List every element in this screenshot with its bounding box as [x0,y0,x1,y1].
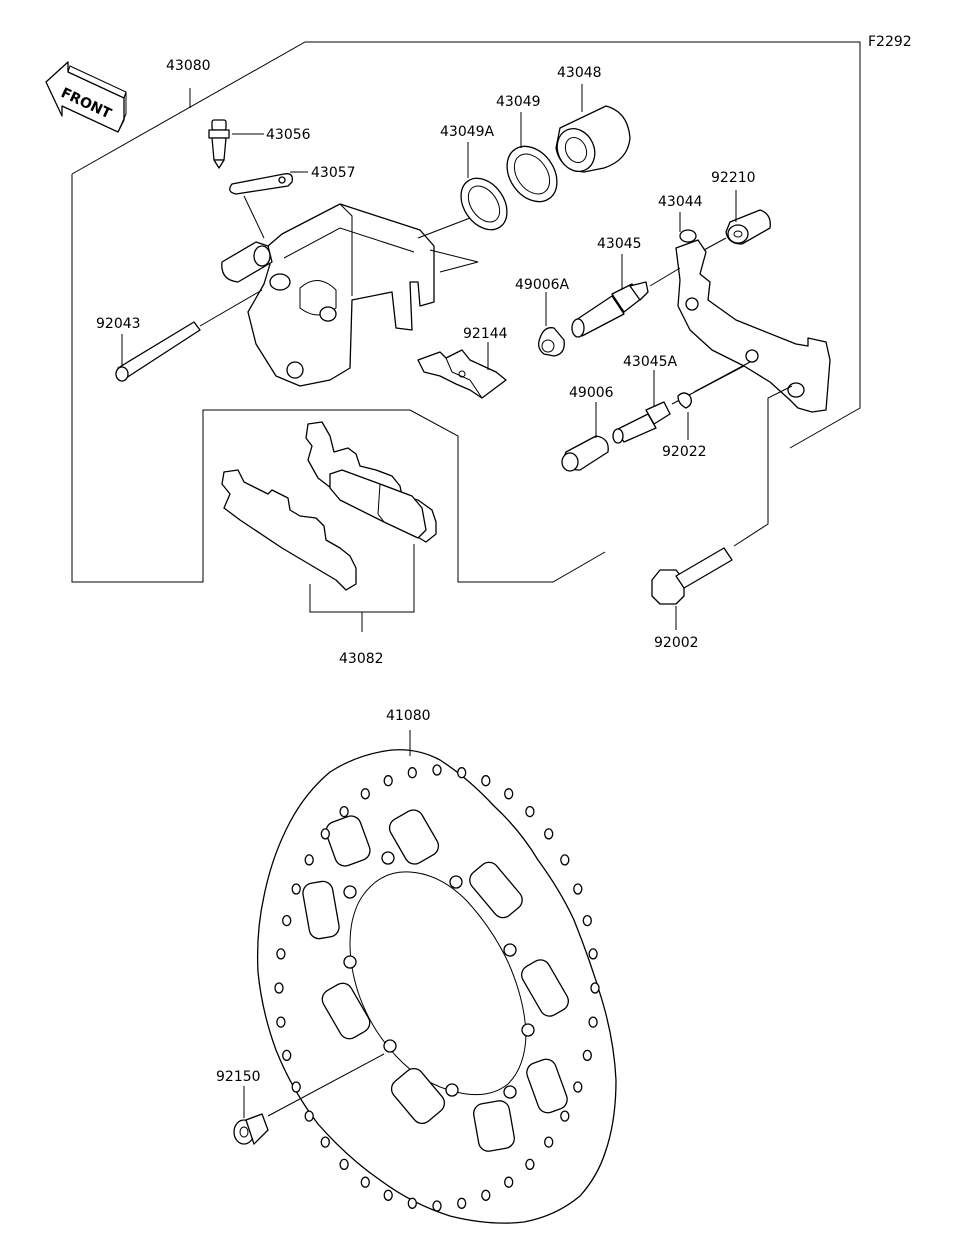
part-label-43045[interactable]: 43045 [597,236,642,252]
dust-seal [460,142,508,231]
disc-drill-hole [544,1136,554,1148]
disc-drill-hole [504,1176,514,1188]
disc-drill-hole [383,775,393,787]
disc-drill-hole [432,764,442,776]
disc-drill-hole [407,767,417,779]
piston-seal [506,112,558,203]
part-label-92210[interactable]: 92210 [711,170,756,186]
disc-drill-hole [457,1197,467,1209]
disc-drill-hole [504,788,514,800]
disc-drill-hole [274,982,284,994]
brake-piston [555,84,631,173]
bracket-pin [571,254,681,338]
part-label-43080[interactable]: 43080 [166,58,211,74]
part-label-43044[interactable]: 43044 [658,194,703,210]
disc-drill-holes [274,764,600,1212]
part-number-labels: 43080 43056 43057 92043 43049A 43049 430… [96,58,756,1085]
disc-drill-hole [360,1176,370,1188]
disc-drill-hole [457,767,467,779]
disc-drill-hole [582,914,592,927]
part-label-41080[interactable]: 41080 [386,708,431,724]
disc-drill-hole [588,948,598,960]
disc-drill-hole [320,1136,330,1148]
part-label-43049[interactable]: 43049 [496,94,541,110]
part-label-92043[interactable]: 92043 [96,316,141,332]
disc-drill-hole [276,1016,286,1028]
disc-drill-hole [590,982,600,994]
brake-pad-front [221,469,357,591]
bracket-pin-a [612,365,745,444]
disc-drill-hole [481,775,491,787]
front-direction-arrow: FRONT [45,61,127,133]
disc-drill-hole [276,948,286,960]
disc-drill-hole [339,805,349,818]
disc-drill-hole [304,1110,314,1122]
disc-drill-hole [481,1189,491,1201]
circlip [677,361,751,440]
disc-drill-hole [525,1158,535,1171]
piston-axis-line-1 [417,217,471,239]
disc-drill-hole [588,1016,598,1028]
disc-drill-hole [407,1197,417,1209]
piston-axis-line-2 [429,249,479,273]
disc-drill-hole [282,1049,292,1062]
disc-drill-hole [291,883,301,895]
disc-drill-hole [432,1200,442,1212]
caliper-assembly-outline-lower [71,174,606,583]
part-label-49006A[interactable]: 49006A [515,277,570,293]
disc-drill-hole [544,828,554,840]
disc-drill-hole [360,788,370,800]
disc-drill-hole [573,883,583,895]
disc-drill-hole [383,1189,393,1201]
caliper-body [221,195,435,387]
disc-drill-hole [339,1158,349,1171]
part-label-43045A[interactable]: 43045A [623,354,678,370]
disc-drill-hole [573,1081,583,1093]
caliper-pin [115,289,263,382]
part-label-92144[interactable]: 92144 [463,326,508,342]
disc-drill-hole [582,1049,592,1062]
disc-bolt [233,1053,385,1145]
disc-drill-hole [282,914,292,927]
part-label-92002[interactable]: 92002 [654,635,699,651]
bleeder-valve [208,119,264,169]
disc-drill-hole [560,1110,570,1122]
part-label-92150[interactable]: 92150 [216,1069,261,1085]
disc-drill-hole [525,805,535,818]
bracket-bolt [651,385,793,630]
part-label-92022[interactable]: 92022 [662,444,707,460]
disc-drill-hole [291,1081,301,1093]
part-label-43057[interactable]: 43057 [311,165,356,181]
part-label-49006[interactable]: 49006 [569,385,614,401]
disc-drill-hole [304,854,314,866]
figure-code: F2292 [868,34,912,50]
brake-disc [256,730,617,1224]
bracket-sleeve [703,190,771,251]
part-label-43082[interactable]: 43082 [339,651,384,667]
part-label-43049A[interactable]: 43049A [440,124,495,140]
caliper-assembly-outline [71,41,861,449]
caliper-bracket [675,212,831,413]
caliper-clip [229,171,308,195]
disc-drill-hole [320,828,330,840]
disc-drill-hole [560,854,570,866]
brake-pad-rear [305,421,437,543]
pad-spring [417,342,507,399]
pin-boot [561,402,609,472]
part-label-43056[interactable]: 43056 [266,127,311,143]
part-label-43048[interactable]: 43048 [557,65,602,81]
pin-boot-a [538,292,565,357]
